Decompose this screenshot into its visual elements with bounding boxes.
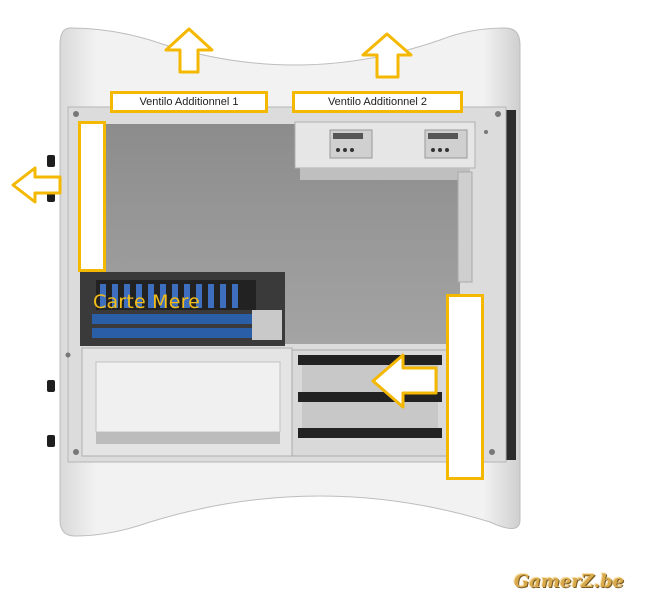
case-side-edge xyxy=(506,110,516,460)
arrow-left-icon xyxy=(11,166,62,204)
side-rail xyxy=(457,171,473,283)
arrow-up-icon xyxy=(361,32,413,79)
right-fan-box xyxy=(446,294,484,480)
arrow-up-icon xyxy=(164,27,214,74)
motherboard-label: Carte Mere xyxy=(93,291,201,313)
arrow-left-icon xyxy=(371,353,438,409)
watermark: GamerZ.be xyxy=(513,571,624,592)
fan-2-label: Ventilo Additionnel 2 xyxy=(292,91,463,113)
fan-1-label: Ventilo Additionnel 1 xyxy=(110,91,268,113)
fan-2-label-text: Ventilo Additionnel 2 xyxy=(327,96,428,108)
fan-1-label-text: Ventilo Additionnel 1 xyxy=(139,96,239,108)
left-fan-box xyxy=(78,121,106,272)
